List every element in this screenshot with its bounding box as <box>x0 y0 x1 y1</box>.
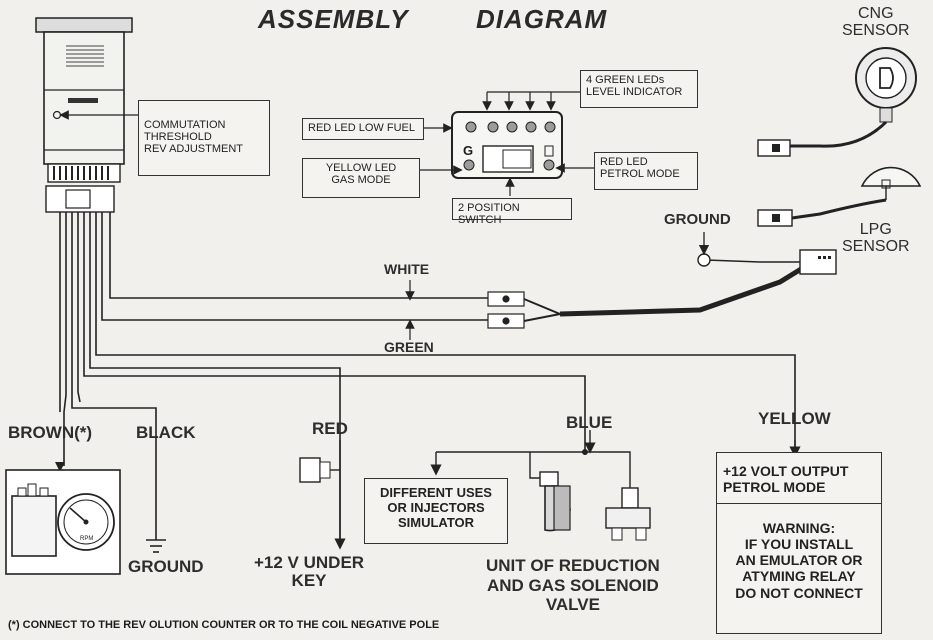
rpm-text: RPM <box>80 536 94 542</box>
yellow-wire-label: YELLOW <box>758 409 831 428</box>
reduction-unit-label: UNIT OF REDUCTION AND GAS SOLENOID VALVE <box>486 556 660 615</box>
output-petrol-mode-text: +12 VOLT OUTPUT PETROL MODE <box>717 453 881 505</box>
footnote: (*) CONNECT TO THE REV OLUTION COUNTER O… <box>8 619 440 631</box>
brown-wire-label: BROWN(*) <box>8 423 93 442</box>
ground-top-label: GROUND <box>664 211 731 228</box>
commutation-threshold-box: COMMUTATION THRESHOLD REV ADJUSTMENT <box>138 100 270 176</box>
petrol-output-warning-box: +12 VOLT OUTPUT PETROL MODE WARNING: IF … <box>716 452 882 634</box>
cng-sensor-label: CNG SENSOR <box>842 5 910 39</box>
title-assembly: ASSEMBLY <box>258 4 409 34</box>
solenoid-valve-graphic <box>605 487 651 541</box>
red-wire-label: RED <box>312 419 348 438</box>
blue-wire-label: BLUE <box>566 413 613 432</box>
inline-connectors <box>487 291 525 329</box>
wire-bundle <box>59 212 796 540</box>
title-diagram: DIAGRAM <box>476 4 608 34</box>
green-leds-level-indicator-box: 4 GREEN LEDs LEVEL INDICATOR <box>580 70 698 108</box>
green-wire-label: GREEN <box>384 339 434 355</box>
plus12-under-key-label: +12 V UNDER KEY <box>254 553 365 590</box>
lpg-sensor-label: LPG SENSOR <box>842 221 910 255</box>
black-wire-label: BLACK <box>136 423 196 442</box>
red-connector <box>299 457 340 483</box>
lpg-sensor-graphic <box>757 166 922 227</box>
yellow-led-gas-mode-box: YELLOW LED GAS MODE <box>302 158 420 198</box>
control-panel <box>451 111 563 179</box>
two-position-switch-box: 2 POSITION SWITCH <box>452 198 572 226</box>
red-led-petrol-mode-box: RED LED PETROL MODE <box>594 152 698 190</box>
ecu-module <box>35 17 133 213</box>
rev-counter-graphic <box>5 469 121 575</box>
ground-symbol <box>146 539 166 553</box>
white-wire-label: WHITE <box>384 261 430 277</box>
ground-bottom-label: GROUND <box>128 557 204 576</box>
different-uses-box: DIFFERENT USES OR INJECTORS SIMULATOR <box>364 478 508 544</box>
cng-sensor-graphic <box>757 47 917 157</box>
warning-text: WARNING: IF YOU INSTALL AN EMULATOR OR A… <box>735 520 863 601</box>
red-led-low-fuel-box: RED LED LOW FUEL <box>302 118 424 140</box>
panel-g-letter: G <box>463 143 474 158</box>
reduction-unit-graphic <box>539 471 571 532</box>
